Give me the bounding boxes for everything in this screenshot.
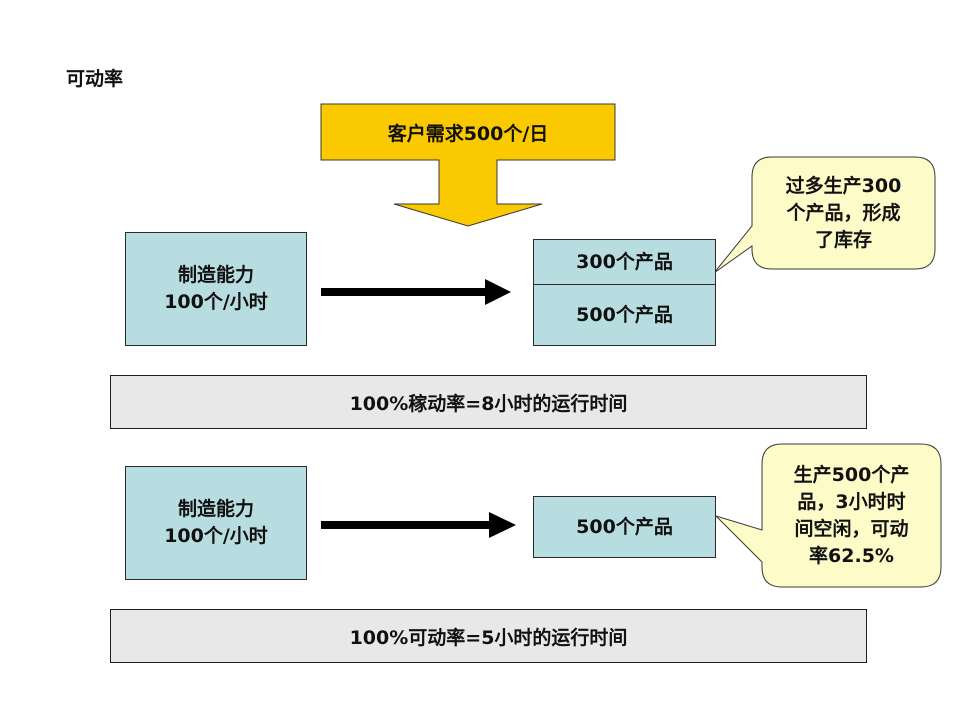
callout-2-line: 品，3小时时 — [797, 490, 906, 513]
summary-bar-1: 100%稼动率=8小时的运行时间 — [110, 375, 867, 429]
callout-bubble-2 — [715, 443, 942, 588]
demand-label: 客户需求500个/日 — [387, 122, 549, 145]
callout-1-line: 个产品，形成 — [786, 201, 901, 224]
capacity-label-2: 制造能力 — [177, 498, 254, 520]
callout-text-2: 生产500个产 品，3小时时 间空闲，可动 率62.5% — [762, 444, 941, 587]
flow-arrow-1 — [321, 279, 511, 305]
capacity-box-1: 制造能力 100个/小时 — [125, 232, 307, 346]
capacity-rate-1: 100个/小时 — [164, 291, 268, 313]
capacity-label-1: 制造能力 — [177, 264, 254, 286]
output-box-demand: 500个产品 — [533, 284, 716, 346]
summary-bar-2: 100%可动率=5小时的运行时间 — [110, 609, 867, 663]
flow-arrow-2 — [321, 512, 516, 538]
callout-text-1: 过多生产300 个产品，形成 了库存 — [752, 157, 935, 269]
callout-1-line: 了库存 — [814, 228, 872, 251]
demand-arrow-shape — [320, 103, 616, 227]
callout-1-line: 过多生产300 — [785, 174, 902, 197]
callout-2-line: 生产500个产 — [793, 463, 910, 486]
callout-2-line: 间空闲，可动 — [794, 517, 909, 540]
output-box-excess: 300个产品 — [533, 239, 716, 285]
output-box-2: 500个产品 — [533, 496, 716, 558]
capacity-box-2: 制造能力 100个/小时 — [125, 466, 307, 580]
callout-bubble-1 — [713, 156, 936, 274]
page-title: 可动率 — [66, 68, 124, 90]
capacity-rate-2: 100个/小时 — [164, 525, 268, 547]
callout-2-line: 率62.5% — [809, 544, 894, 567]
